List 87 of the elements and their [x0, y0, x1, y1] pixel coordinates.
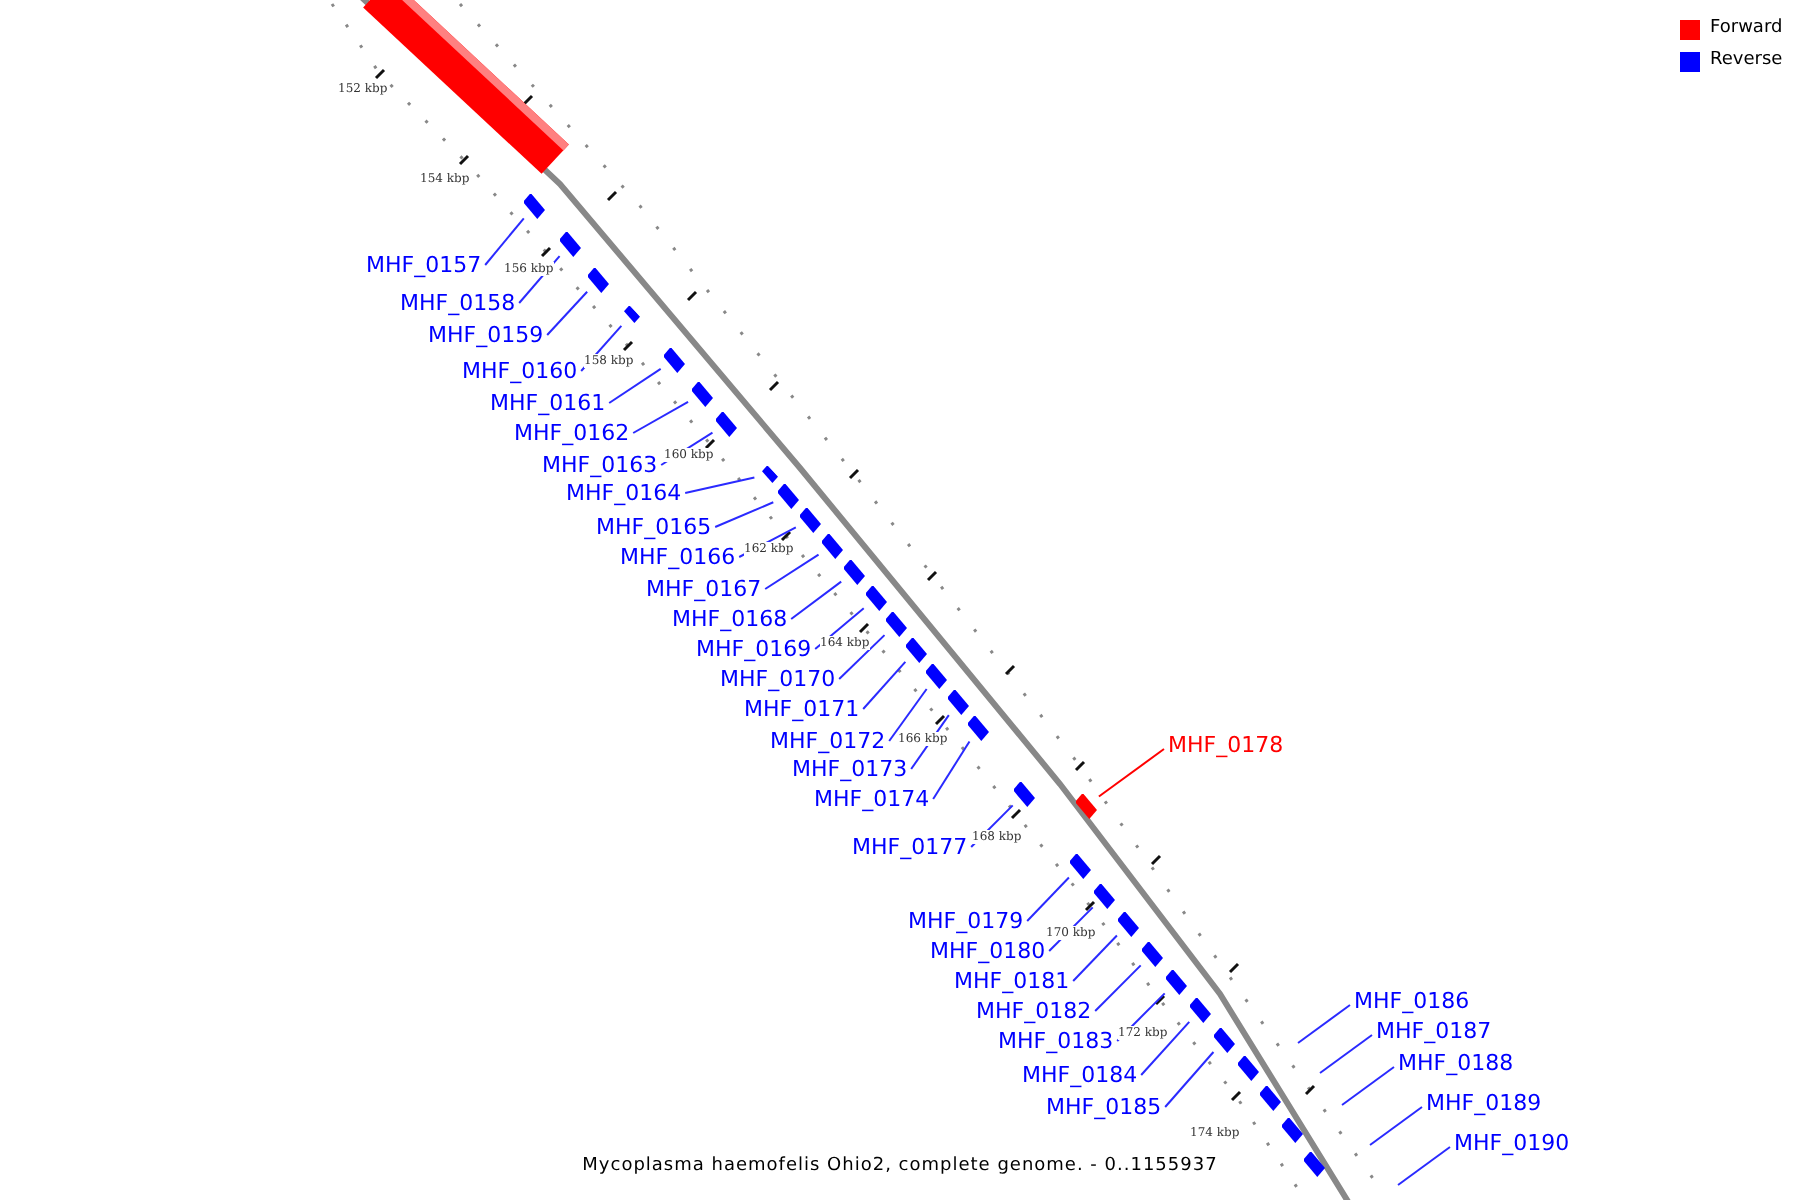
- gene-block: [1093, 883, 1115, 909]
- gene-block: [1189, 997, 1211, 1023]
- gene-block: [1069, 853, 1091, 879]
- gene-block: [925, 663, 947, 689]
- gene-block: [523, 193, 545, 219]
- gene-label: MHF_0187: [1376, 1018, 1492, 1044]
- gene-label: MHF_0180: [930, 938, 1046, 964]
- gene-block: [1013, 781, 1035, 807]
- gene-block: [947, 689, 969, 715]
- gene-block: [624, 305, 640, 323]
- gene-block: [1117, 911, 1139, 937]
- gene-block: [777, 483, 799, 509]
- gene-block: [691, 381, 713, 407]
- leader-line: [838, 634, 886, 680]
- gene-label: MHF_0179: [908, 908, 1024, 934]
- gene-label: MHF_0169: [696, 636, 812, 662]
- gene-label: MHF_0163: [542, 452, 658, 478]
- gene-label: MHF_0178: [1168, 732, 1284, 758]
- gene-label: MHF_0185: [1046, 1094, 1162, 1120]
- gene-label: MHF_0160: [462, 358, 578, 384]
- leader-line: [1097, 748, 1165, 798]
- gene-block: [821, 533, 843, 559]
- gene-label: MHF_0167: [646, 576, 762, 602]
- leader-line: [1297, 1004, 1351, 1044]
- leader-line: [764, 553, 820, 590]
- leader-line: [790, 580, 843, 620]
- gene-label: MHF_0183: [998, 1028, 1114, 1054]
- leader-line: [1072, 934, 1118, 982]
- leader-line: [714, 501, 775, 528]
- gene-label: MHF_0165: [596, 514, 712, 540]
- gene-block: [905, 637, 927, 663]
- gene-label: MHF_0189: [1426, 1090, 1542, 1116]
- leader-line: [1164, 1051, 1215, 1108]
- leader-line: [632, 400, 690, 434]
- gene-label: MHF_0161: [490, 390, 606, 416]
- leader-line: [684, 476, 756, 494]
- leader-line: [1140, 1020, 1191, 1076]
- gene-label: MHF_0168: [672, 606, 788, 632]
- leader-line: [1026, 876, 1070, 922]
- gene-label: MHF_0182: [976, 998, 1092, 1024]
- gene-block: [799, 507, 821, 533]
- gene-label: MHF_0164: [566, 480, 682, 506]
- legend-label: Reverse: [1710, 50, 1783, 72]
- gene-label: MHF_0184: [1022, 1062, 1138, 1088]
- gene-label: MHF_0157: [366, 252, 482, 278]
- leader-line: [888, 688, 928, 742]
- gene-block: [1213, 1027, 1235, 1053]
- leader-line: [1319, 1034, 1373, 1074]
- gene-block: [1259, 1085, 1281, 1111]
- gene-label: MHF_0181: [954, 968, 1070, 994]
- gene-block: [1165, 969, 1187, 995]
- leader-line: [932, 740, 971, 800]
- leader-line: [546, 290, 589, 336]
- gene-block: [587, 267, 609, 293]
- gene-block: [1237, 1055, 1259, 1081]
- gene-block: [967, 715, 989, 741]
- gene-label: MHF_0170: [720, 666, 836, 692]
- leader-line: [484, 217, 525, 266]
- gene-label: MHF_0172: [770, 728, 886, 754]
- gene-label: MHF_0166: [620, 544, 736, 570]
- gene-block: [885, 611, 907, 637]
- caption: Mycoplasma haemofelis Ohio2, complete genome. - 0..1155937: [580, 1156, 1220, 1178]
- leader-line: [1397, 1146, 1451, 1186]
- leader-line: [1369, 1106, 1423, 1146]
- gene-label: MHF_0162: [514, 420, 630, 446]
- legend-label: Forward: [1710, 18, 1783, 40]
- gene-block: [715, 411, 737, 437]
- leader-line: [608, 367, 662, 404]
- gene-label: MHF_0177: [852, 834, 968, 860]
- leader-line: [862, 660, 907, 710]
- gene-label: MHF_0188: [1398, 1050, 1514, 1076]
- gene-block: [1141, 941, 1163, 967]
- gene-label: MHF_0186: [1354, 988, 1470, 1014]
- gene-block: [865, 585, 887, 611]
- gene-block: [843, 559, 865, 585]
- leader-line: [1094, 964, 1142, 1012]
- gene-label: MHF_0174: [814, 786, 930, 812]
- gene-label: MHF_0159: [428, 322, 544, 348]
- leader-line: [1341, 1066, 1395, 1106]
- gene-label: MHF_0173: [792, 756, 908, 782]
- gene-label: MHF_0158: [400, 290, 516, 316]
- gene-block: [559, 231, 581, 257]
- gene-label: MHF_0190: [1454, 1130, 1570, 1156]
- leader-line: [814, 607, 865, 650]
- gene-block: [663, 347, 685, 373]
- gene-block: [762, 465, 778, 483]
- gene-label: MHF_0171: [744, 696, 860, 722]
